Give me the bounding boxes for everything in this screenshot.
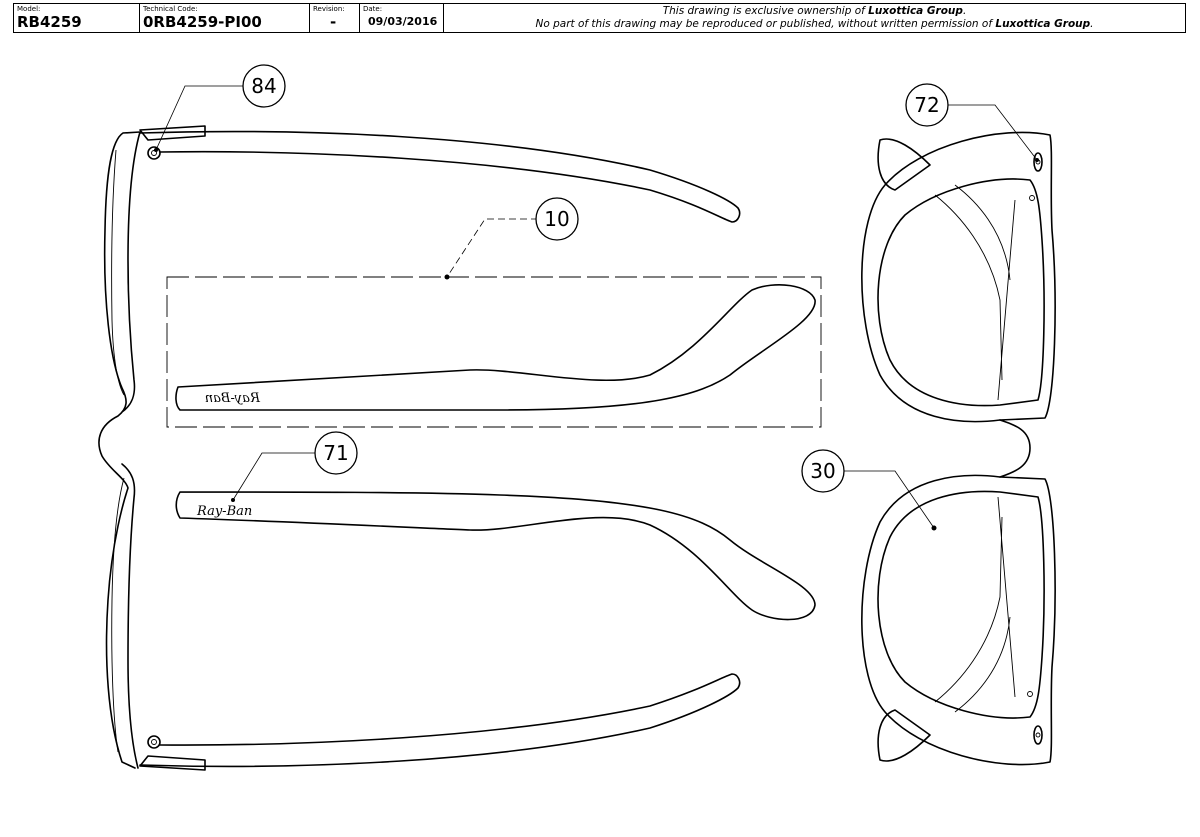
lens-lower bbox=[877, 490, 1045, 719]
temple-top-view-lower bbox=[139, 673, 741, 768]
notice-line-2-end: . bbox=[1090, 18, 1094, 30]
notice-line-1-end: . bbox=[962, 5, 967, 17]
frame-rim-upper bbox=[861, 131, 1056, 423]
callout-30: 30 bbox=[801, 449, 845, 493]
hinge-screw-bottom bbox=[147, 735, 161, 749]
temple-side-view-outer: Ray-Ban bbox=[175, 491, 816, 621]
model-cell: Model: RB4259 bbox=[14, 4, 140, 32]
lens-upper bbox=[877, 178, 1045, 407]
leader-84 bbox=[155, 85, 243, 151]
callout-84: 84 bbox=[242, 64, 286, 108]
leader-72 bbox=[948, 104, 1038, 161]
temple-side-view-inner: Ray-Ban bbox=[166, 276, 822, 428]
title-block: Model: RB4259 Technical Code: 0RB4259-PI… bbox=[13, 3, 1186, 33]
notice-line-2: No part of this drawing may be reproduce… bbox=[444, 18, 1185, 31]
notice-owner-1: Luxottica Group bbox=[868, 5, 963, 17]
bridge bbox=[999, 419, 1031, 478]
temple-logo-mirrored: Ray-Ban bbox=[205, 391, 261, 406]
notice-line-2-text: No part of this drawing may be reproduce… bbox=[535, 18, 996, 30]
frame-front-outline bbox=[98, 131, 141, 769]
date-value: 09/03/2016 bbox=[368, 15, 438, 28]
revision-cell: Revision: - bbox=[310, 4, 360, 32]
temple-top-view-upper bbox=[139, 130, 741, 223]
temple-tip-top bbox=[877, 138, 931, 191]
frame-top-view bbox=[98, 125, 741, 771]
revision-label: Revision: bbox=[313, 5, 345, 13]
callout-30-label: 30 bbox=[810, 459, 835, 483]
technical-code-cell: Technical Code: 0RB4259-PI00 bbox=[140, 4, 310, 32]
leader-30 bbox=[842, 470, 935, 529]
callout-72-label: 72 bbox=[914, 93, 939, 117]
callout-71-label: 71 bbox=[323, 441, 348, 465]
rivet-top bbox=[1033, 152, 1043, 172]
leader-10 bbox=[446, 218, 538, 278]
temple-line-through-lens-lower bbox=[934, 496, 1016, 713]
ownership-notice: This drawing is exclusive ownership of L… bbox=[444, 4, 1185, 32]
callout-10-label: 10 bbox=[544, 207, 569, 231]
hinge-bottom bbox=[139, 735, 206, 771]
hinge-top bbox=[139, 125, 206, 160]
temple-tip-bottom bbox=[877, 709, 931, 762]
date-label: Date: bbox=[363, 5, 383, 13]
leader-71 bbox=[232, 452, 316, 501]
frame-rim-lower bbox=[861, 474, 1056, 766]
notice-line-1-text: This drawing is exclusive ownership of bbox=[662, 5, 869, 17]
pin-top bbox=[1029, 195, 1035, 201]
callout-72: 72 bbox=[905, 83, 949, 127]
frame-front-inner-line bbox=[111, 149, 125, 753]
temple-inner-outline bbox=[175, 284, 816, 411]
technical-code-label: Technical Code: bbox=[143, 5, 198, 13]
dashed-detail-box bbox=[166, 276, 822, 428]
temple-outer-outline bbox=[175, 491, 816, 621]
rivet-bottom bbox=[1033, 725, 1043, 745]
callout-10: 10 bbox=[535, 197, 579, 241]
pin-bottom bbox=[1027, 691, 1033, 697]
technical-code-value: 0RB4259-PI00 bbox=[143, 13, 262, 31]
temple-logo: Ray-Ban bbox=[196, 504, 252, 519]
temple-line-through-lens-upper bbox=[934, 184, 1016, 401]
callout-84-label: 84 bbox=[251, 74, 276, 98]
date-cell: Date: 09/03/2016 bbox=[360, 4, 444, 32]
callout-leaders bbox=[154, 85, 1039, 531]
revision-value: - bbox=[330, 13, 337, 31]
model-label: Model: bbox=[17, 5, 41, 13]
hinge-screw-top bbox=[147, 146, 161, 160]
notice-owner-2: Luxottica Group bbox=[995, 18, 1091, 30]
callout-71: 71 bbox=[314, 431, 358, 475]
notice-line-1: This drawing is exclusive ownership of L… bbox=[444, 5, 1185, 18]
model-value: RB4259 bbox=[17, 13, 82, 31]
frame-front-view bbox=[861, 131, 1056, 766]
